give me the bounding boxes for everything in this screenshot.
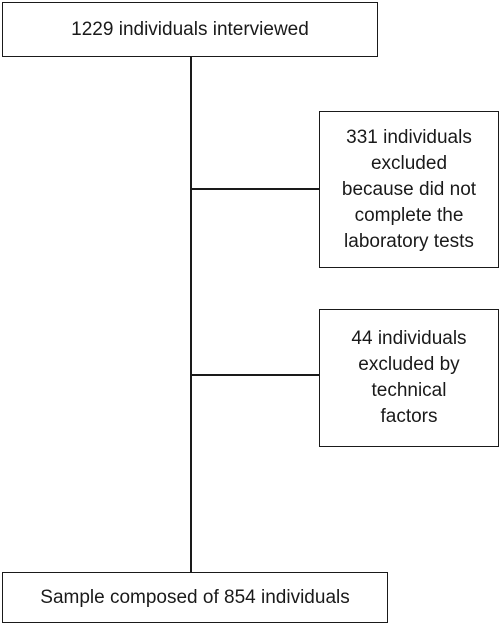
exclusion-1-line-2: excluded <box>370 152 448 174</box>
exclusion-1-line-4: complete the <box>354 204 464 226</box>
exclusion-2-line-1: 44 individuals <box>351 328 467 349</box>
exclusion-box-lab-tests: 331 individuals excluded because did not… <box>319 111 499 268</box>
exclusion-box-technical: 44 individuals excluded by technical fac… <box>319 309 499 447</box>
exclusion-1-line-3: because did not <box>341 178 477 200</box>
interviewed-text: 1229 individuals interviewed <box>71 18 309 40</box>
final-sample-text: Sample composed of 854 individuals <box>40 586 350 608</box>
exclusion-connector-1 <box>190 188 319 190</box>
exclusion-connector-2 <box>190 374 319 376</box>
final-sample-box: Sample composed of 854 individuals <box>2 572 388 623</box>
exclusion-2-line-3: technical <box>371 380 447 401</box>
interviewed-box: 1229 individuals interviewed <box>2 2 378 57</box>
exclusion-1-line-1: 331 individuals <box>346 126 472 148</box>
main-flow-connector <box>190 57 192 572</box>
exclusion-1-line-5: laboratory tests <box>344 230 474 252</box>
exclusion-2-line-2: excluded by <box>358 354 460 375</box>
exclusion-2-line-4: factors <box>380 406 438 427</box>
